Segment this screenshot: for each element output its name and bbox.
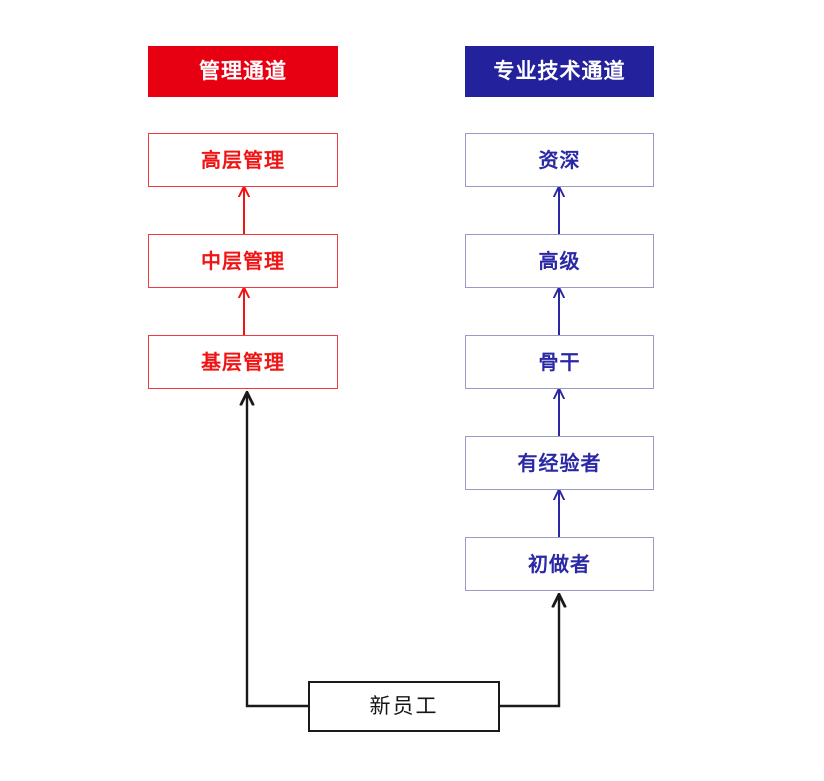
node-technical-senior[interactable]: 高级 <box>465 234 654 288</box>
column-header-technical: 专业技术通道 <box>465 46 654 97</box>
node-technical-experienced[interactable]: 有经验者 <box>465 436 654 490</box>
connector-entry-to-management <box>247 393 308 708</box>
connector-entry-to-technical <box>500 595 559 708</box>
column-header-management: 管理通道 <box>148 46 338 97</box>
node-new-employee[interactable]: 新员工 <box>308 681 500 732</box>
node-technical-expert[interactable]: 资深 <box>465 133 654 187</box>
node-management-senior[interactable]: 高层管理 <box>148 133 338 187</box>
node-management-base[interactable]: 基层管理 <box>148 335 338 389</box>
node-technical-backbone[interactable]: 骨干 <box>465 335 654 389</box>
node-technical-beginner[interactable]: 初做者 <box>465 537 654 591</box>
node-management-middle[interactable]: 中层管理 <box>148 234 338 288</box>
